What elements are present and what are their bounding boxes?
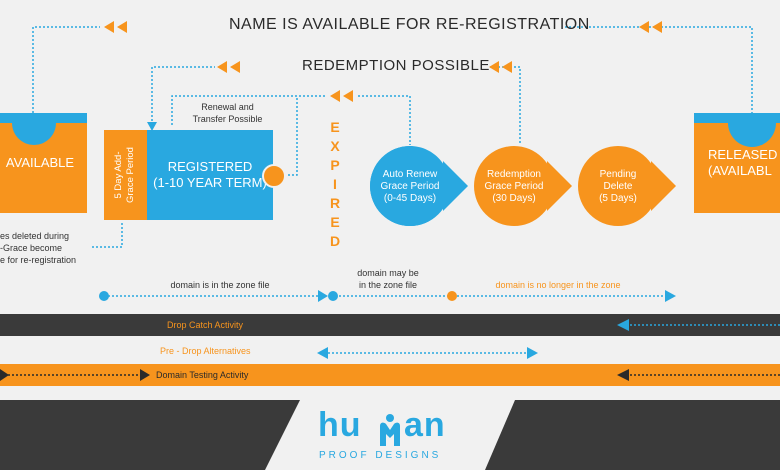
human-proof-designs-logo: hu an PROOF DESIGNS (318, 406, 468, 466)
band-arrows (0, 319, 780, 381)
pre-drop-band: Pre - Drop Alternatives (0, 342, 780, 362)
expired-letter: I (333, 176, 337, 192)
add-grace-line2: Grace Period (125, 147, 136, 203)
auto-renew-line1: Auto Renew (382, 169, 438, 180)
deleted-note-line3: e for re-registration (0, 255, 77, 265)
registered-line1: REGISTERED (167, 159, 253, 174)
released-box: RELEASED (AVAILABL (694, 113, 780, 213)
drop-catch-label: Drop Catch Activity (167, 320, 244, 330)
expired-letter: X (330, 138, 340, 154)
deleted-note-line2: -Grace become (0, 243, 63, 253)
renewal-note-line1: Renewal and (201, 102, 254, 112)
logo-word-left: hu (318, 406, 362, 444)
renewal-note: Renewal and Transfer Possible (180, 101, 275, 125)
available-label: AVAILABLE (5, 155, 75, 170)
renewal-note-line2: Transfer Possible (192, 114, 263, 124)
deleted-note: es deleted during -Grace become e for re… (0, 230, 92, 266)
deleted-note-line1: es deleted during (0, 231, 70, 241)
arrowheads (104, 21, 662, 102)
reregistration-line-left (32, 26, 100, 113)
expired-letter: E (330, 214, 340, 230)
timeline-maybe-line2: in the zone file (358, 280, 418, 290)
redemption-line1: Redemption (487, 169, 541, 180)
redemption-drop (474, 146, 572, 226)
reregistration-line-right (565, 26, 753, 113)
drop-catch-band: Drop Catch Activity (0, 314, 780, 336)
timeline-in-zone: domain is in the zone file (170, 280, 270, 290)
pending-delete-label: Pending Delete (5 Days) (576, 169, 660, 205)
released-label: RELEASED (AVAILABL (708, 143, 780, 183)
renewal-line-right (358, 95, 411, 145)
deleted-note-connector (92, 222, 123, 248)
person-icon (380, 414, 400, 446)
logo-tagline: PROOF DESIGNS (319, 450, 442, 461)
auto-renew-drop (370, 146, 468, 226)
pending-line2: Delete (603, 181, 633, 192)
reregistration-title: NAME IS AVAILABLE FOR RE-REGISTRATION (229, 16, 590, 33)
timeline-not-in-zone: domain is no longer in the zone (495, 280, 621, 290)
add-grace-line1: 5 Day Add- (113, 151, 124, 199)
expired-letter: D (329, 233, 341, 249)
logo-word-right: an (404, 406, 446, 444)
add-grace-box: 5 Day Add- Grace Period (104, 130, 147, 220)
registered-knob (262, 164, 286, 188)
timeline-maybe-line1: domain may be (357, 268, 419, 278)
domain-testing-label: Domain Testing Activity (156, 370, 249, 380)
auto-renew-label: Auto Renew Grace Period (0-45 Days) (368, 169, 452, 205)
available-box: AVAILABLE (0, 113, 87, 213)
redemption-label: Redemption Grace Period (30 Days) (472, 169, 556, 205)
expired-letter: E (330, 119, 340, 135)
released-line1: RELEASED (708, 147, 778, 162)
redemption-title: REDEMPTION POSSIBLE (302, 57, 490, 74)
add-grace-label: 5 Day Add- Grace Period (113, 130, 137, 220)
redemption-line2: Grace Period (484, 181, 544, 192)
released-line2: (AVAILABL (708, 163, 772, 178)
renewal-line-left (171, 95, 325, 125)
redemption-line-right (518, 66, 521, 145)
registered-box: REGISTERED (1-10 YEAR TERM) (147, 130, 273, 220)
pre-drop-label: Pre - Drop Alternatives (160, 346, 251, 356)
domain-testing-band: Domain Testing Activity (0, 364, 780, 386)
expired-letter: P (330, 157, 340, 173)
redemption-line-left (151, 66, 215, 125)
registered-line2: (1-10 YEAR TERM) (153, 175, 267, 190)
auto-renew-line3: (0-45 Days) (383, 193, 437, 204)
pending-line3: (5 Days) (599, 193, 637, 204)
expired-letter: R (329, 195, 341, 211)
released-shape (694, 113, 780, 213)
timeline-maybe: domain may be in the zone file (343, 267, 433, 291)
redemption-line3: (30 Days) (492, 193, 536, 204)
available-shape (0, 113, 87, 213)
registered-connector (288, 96, 298, 176)
auto-renew-line2: Grace Period (380, 181, 440, 192)
pending-delete-drop (578, 146, 676, 226)
pending-line1: Pending (599, 169, 637, 180)
